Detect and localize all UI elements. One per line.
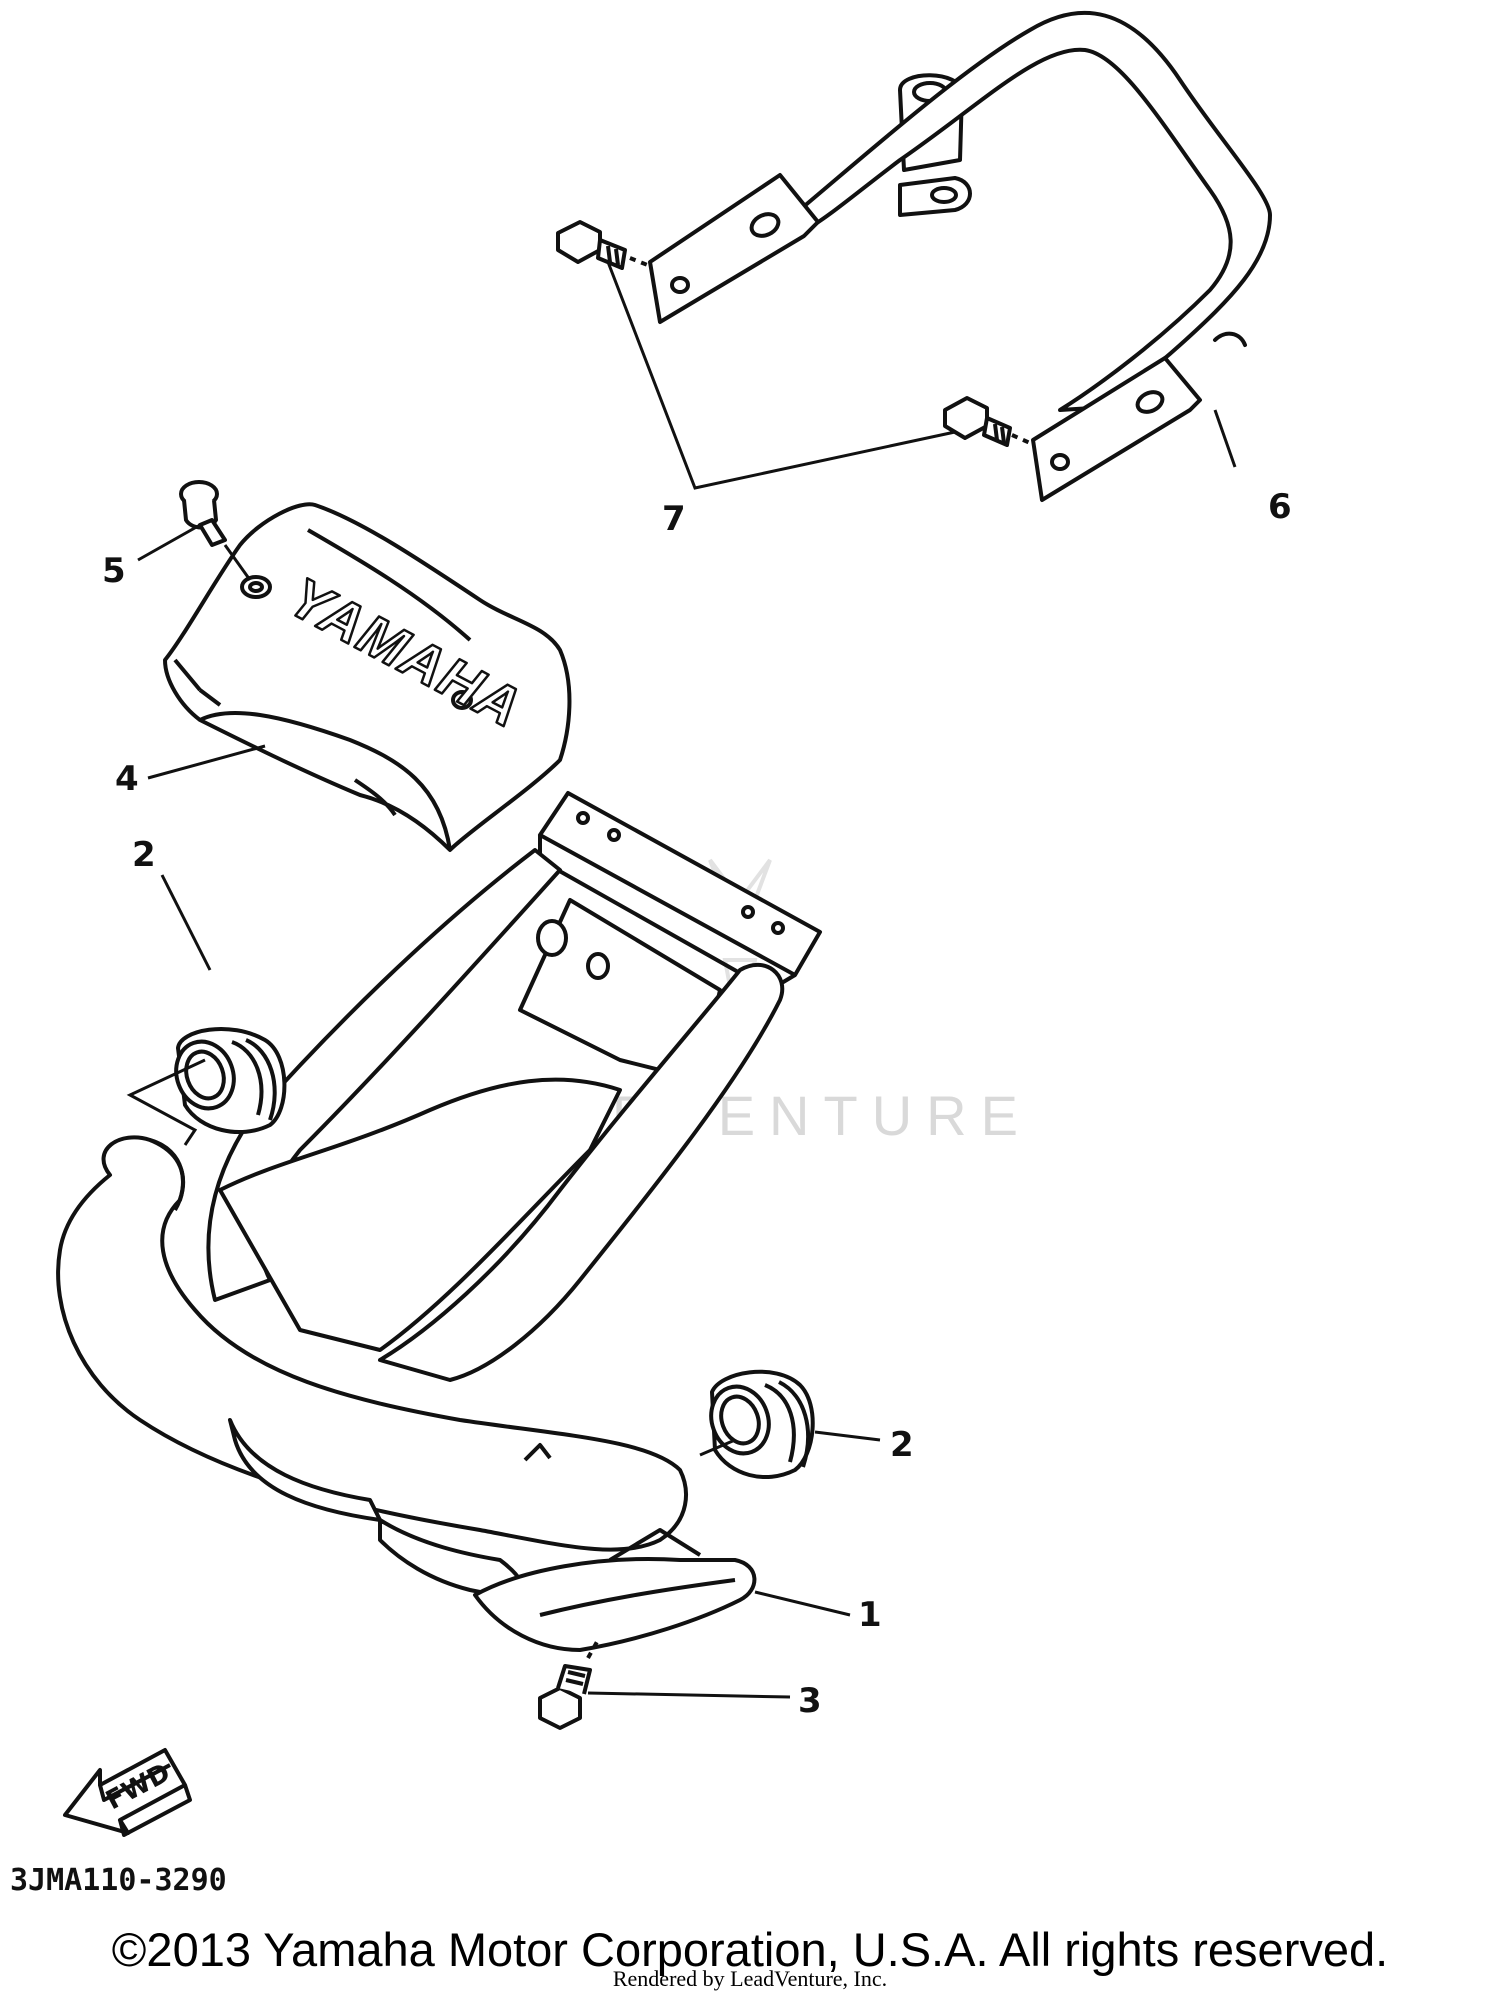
bolts-part-7 [556,220,1031,447]
callout-5: 5 [102,551,126,591]
rendered-by-credit: Rendered by LeadVenture, Inc. [612,1966,888,1991]
grab-bar-part-6 [648,10,1272,502]
callout-4: 4 [115,759,139,799]
callouts: 1 2 2 3 4 5 6 7 [102,487,1292,1721]
bolt-part-3 [538,1639,600,1730]
bumper-frame [56,791,822,1652]
callout-1: 1 [858,1595,882,1635]
screw-part-5 [179,480,227,547]
callout-3: 3 [798,1681,822,1721]
bushing-part-2-upper [174,1027,287,1134]
brand-cover-part-4: YAMAHA [163,502,572,852]
fwd-arrow-icon: FWD [63,1748,192,1837]
callout-2-lower: 2 [890,1425,914,1465]
bushing-part-2-lower [709,1369,815,1480]
callout-7: 7 [662,499,686,539]
callout-2-upper: 2 [132,835,156,875]
drawing-code: 3JMA110-3290 [10,1863,227,1898]
copyright-notice: ©2013 Yamaha Motor Corporation, U.S.A. A… [111,1923,1389,1976]
callout-6: 6 [1268,487,1292,527]
leader-lines [126,261,1237,1699]
